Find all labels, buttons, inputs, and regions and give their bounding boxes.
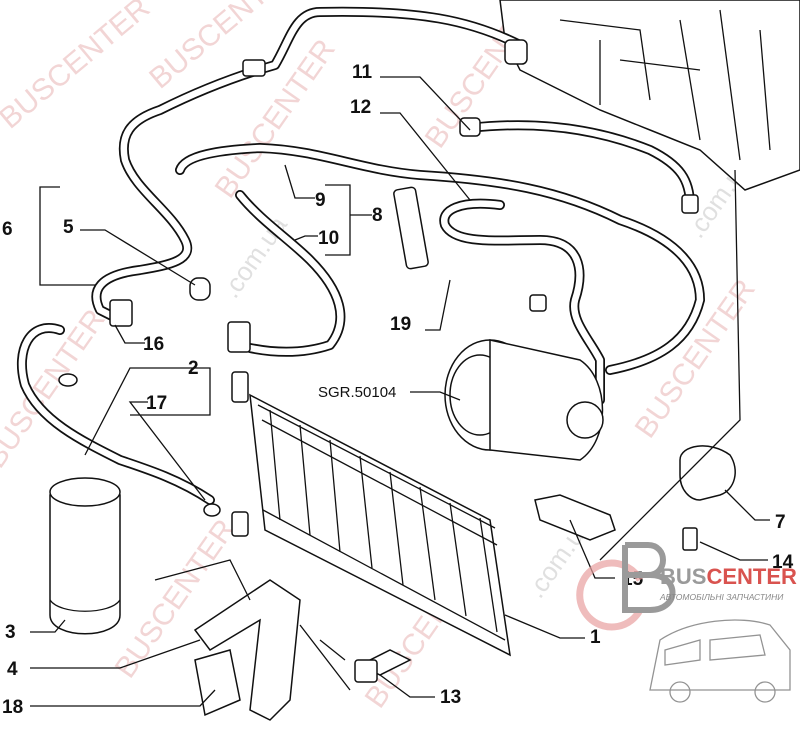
callout-1: 1 — [590, 627, 601, 648]
receiver-drier — [49, 477, 121, 635]
callout-2: 2 — [188, 358, 199, 379]
buscenter-logo: BUSCENTER АВТОМОБІЛЬНІ ЗАПЧАСТИНИ — [576, 542, 797, 703]
callout-7: 7 — [775, 512, 786, 533]
callout-17: 17 — [146, 393, 167, 414]
condenser — [231, 371, 511, 657]
callout-19: 19 — [390, 314, 411, 335]
callout-18: 18 — [2, 697, 23, 718]
logo-brand-dark: BUS — [660, 564, 706, 589]
watermark: BUSCENTER — [0, 0, 156, 135]
callout-11: 11 — [352, 62, 373, 83]
callouts: 11 12 6 5 9 8 10 19 16 2 17 SGR.50104 7 … — [2, 62, 794, 718]
hoses — [16, 6, 705, 505]
watermark: .com.ua — [215, 210, 293, 303]
small-parts — [354, 445, 736, 683]
leader-lines — [30, 76, 770, 707]
callout-4: 4 — [7, 659, 18, 680]
fittings — [58, 39, 699, 517]
logo-tagline: АВТОМОБІЛЬНІ ЗАПЧАСТИНИ — [659, 592, 784, 602]
callout-12: 12 — [350, 97, 371, 118]
callout-8: 8 — [372, 205, 383, 226]
logo-wordmark: BUSCENTER — [660, 564, 797, 589]
callout-3: 3 — [5, 622, 16, 643]
callout-14: 14 — [772, 552, 794, 573]
drier-bracket — [193, 579, 301, 721]
callout-16: 16 — [143, 334, 164, 355]
logo-brand-red: CENTER — [706, 564, 797, 589]
callout-10: 10 — [318, 228, 339, 249]
hvac-unit — [499, 0, 800, 191]
callout-5: 5 — [63, 217, 74, 238]
compressor — [444, 339, 604, 461]
callout-9: 9 — [315, 190, 326, 211]
callout-6: 6 — [2, 219, 13, 240]
callout-13: 13 — [440, 687, 461, 708]
bus-illustration — [649, 619, 791, 703]
part-code: SGR.50104 — [318, 384, 396, 401]
